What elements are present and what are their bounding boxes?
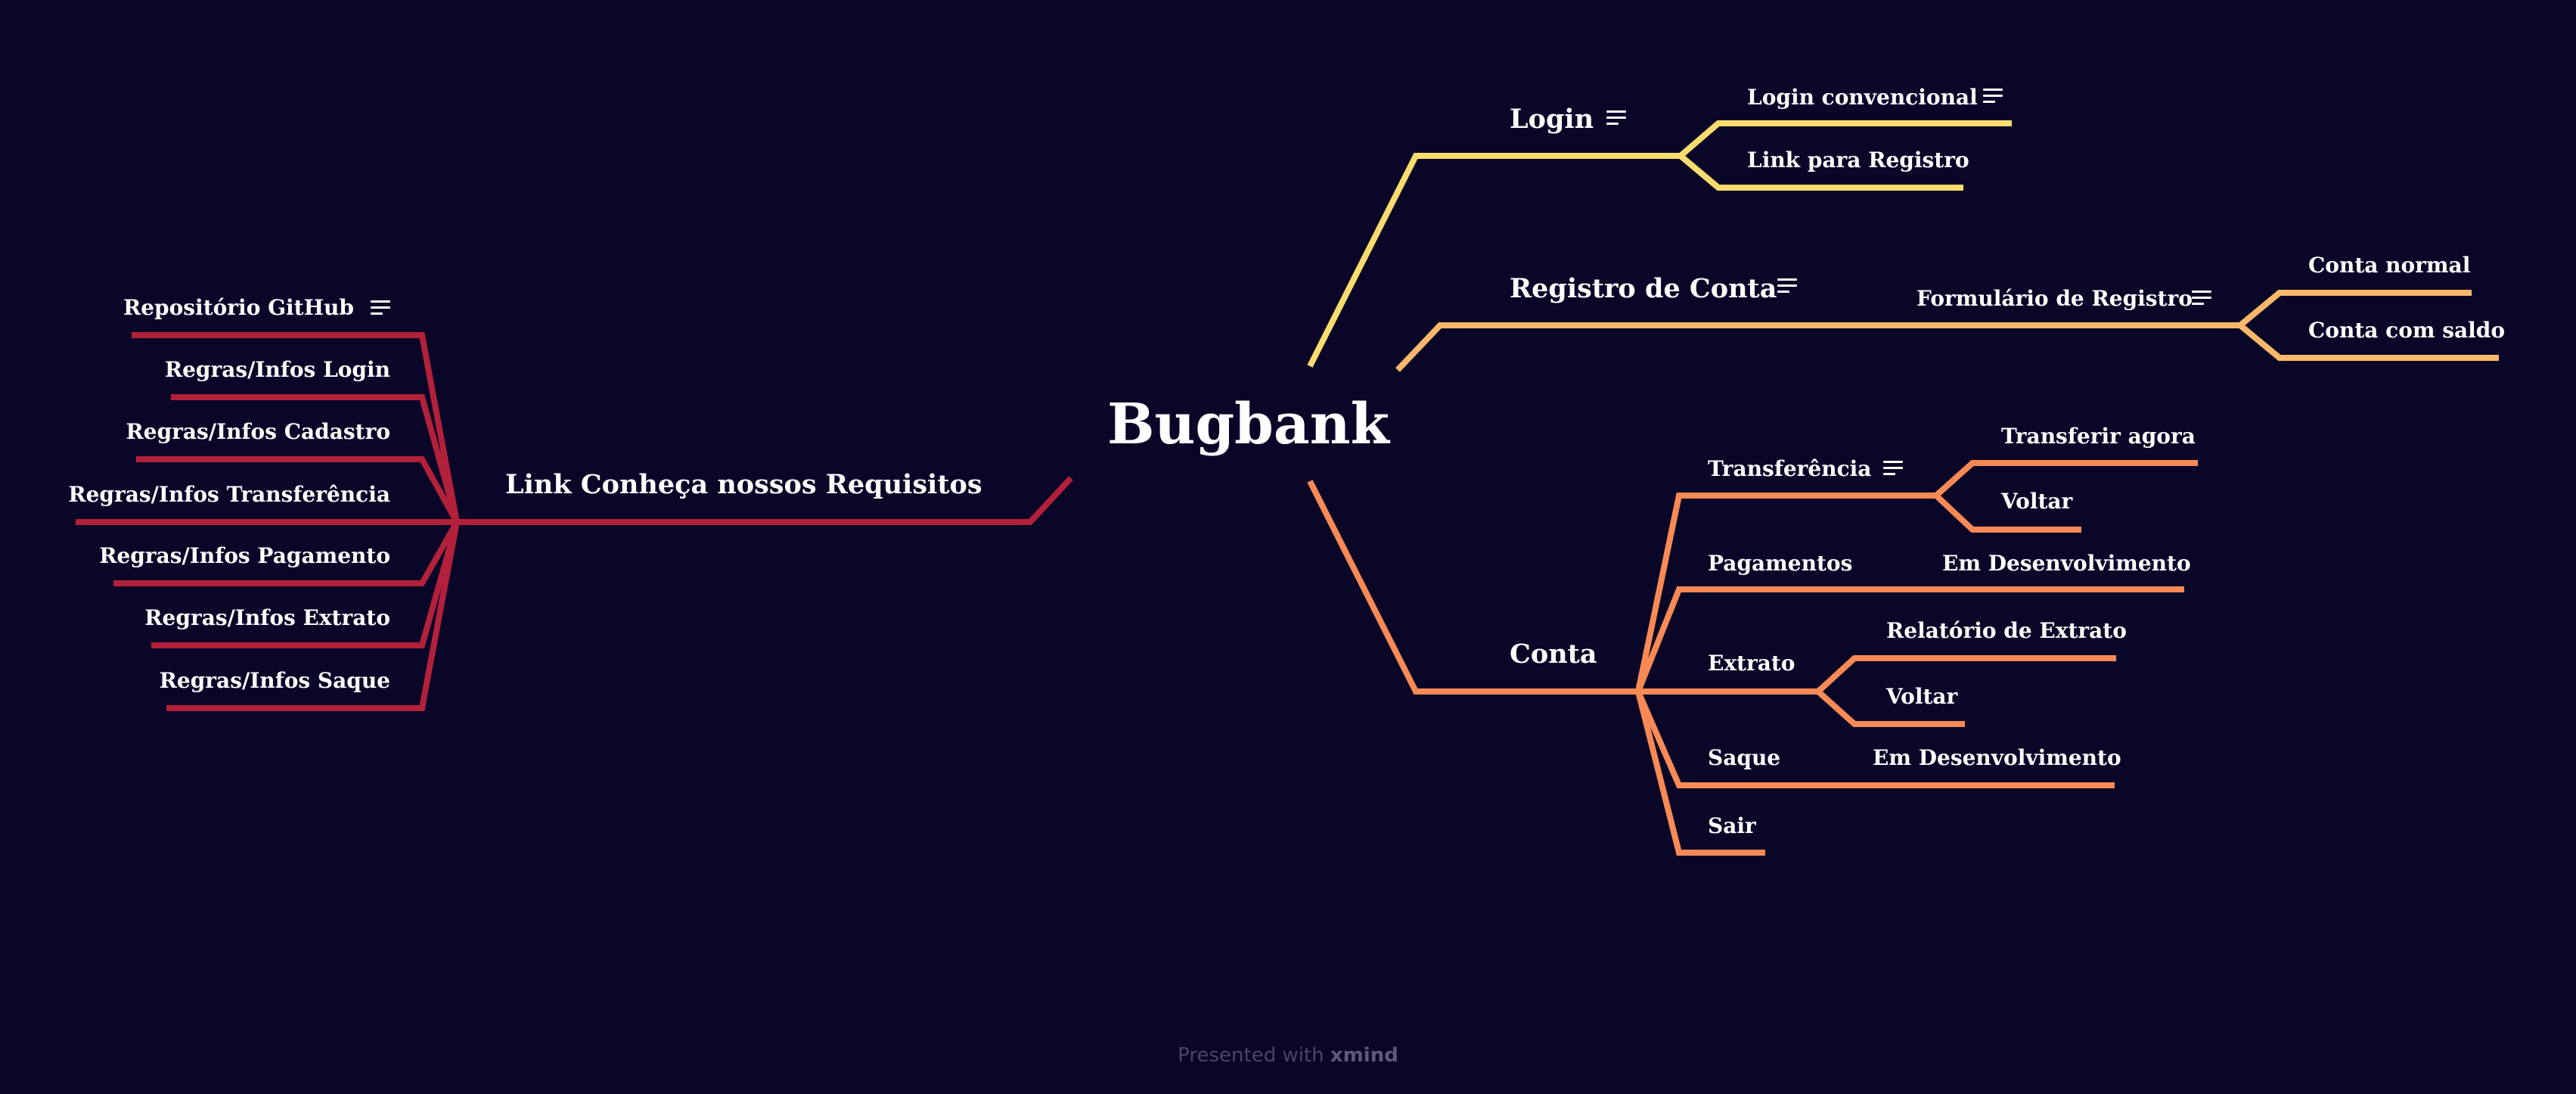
registro-connectors (1395, 290, 2499, 372)
topic-extrato-voltar[interactable]: Voltar (1886, 684, 1958, 709)
notes-icon[interactable] (1883, 461, 1903, 476)
topic-regras-cadastro[interactable]: Regras/Infos Cadastro (126, 419, 390, 444)
topic-regras-login[interactable]: Regras/Infos Login (164, 357, 390, 382)
topic-regras-extrato[interactable]: Regras/Infos Extrato (144, 605, 390, 630)
topic-transferencia-voltar[interactable]: Voltar (2001, 489, 2073, 514)
topic-regras-pagamento[interactable]: Regras/Infos Pagamento (99, 543, 390, 568)
requisitos-connectors (76, 332, 1073, 711)
topic-link-para-registro[interactable]: Link para Registro (1747, 148, 1969, 172)
topic-registro-de-conta[interactable]: Registro de Conta (1510, 273, 1777, 304)
topic-relatorio-de-extrato[interactable]: Relatório de Extrato (1886, 618, 2127, 643)
conta-connectors (1307, 460, 2198, 856)
topic-repositorio-github[interactable]: Repositório GitHub (123, 295, 354, 320)
topic-conta-normal[interactable]: Conta normal (2308, 253, 2471, 278)
topic-saque-status[interactable]: Em Desenvolvimento (1873, 745, 2121, 770)
topic-transferencia[interactable]: Transferência (1708, 456, 1872, 481)
topic-pagamentos-status[interactable]: Em Desenvolvimento (1942, 551, 2191, 576)
topic-saque[interactable]: Saque (1708, 745, 1781, 770)
topic-pagamentos[interactable]: Pagamentos (1708, 551, 1853, 576)
topic-sair[interactable]: Sair (1708, 813, 1756, 838)
topic-login-convencional[interactable]: Login convencional (1747, 85, 1978, 110)
topic-transferir-agora[interactable]: Transferir agora (2001, 424, 2196, 449)
topic-formulario-de-registro[interactable]: Formulário de Registro (1916, 286, 2193, 311)
notes-icon[interactable] (2192, 291, 2211, 306)
notes-icon[interactable] (1606, 110, 1626, 126)
xmind-logo: xmind (1330, 1044, 1398, 1067)
topic-regras-saque[interactable]: Regras/Infos Saque (159, 668, 390, 693)
topic-regras-transferencia[interactable]: Regras/Infos Transferência (68, 482, 390, 507)
notes-icon[interactable] (1983, 89, 2003, 104)
topic-conta[interactable]: Conta (1510, 639, 1597, 670)
topic-link-requisitos[interactable]: Link Conheça nossos Requisitos (505, 469, 982, 500)
root-topic[interactable]: Bugbank (1107, 392, 1389, 457)
notes-icon[interactable] (371, 300, 390, 315)
topic-extrato[interactable]: Extrato (1708, 651, 1795, 676)
topic-login[interactable]: Login (1510, 104, 1594, 135)
presented-with-footer: Presented with xmind (0, 1044, 2576, 1067)
notes-icon[interactable] (1777, 278, 1797, 294)
topic-conta-com-saldo[interactable]: Conta com saldo (2308, 318, 2506, 343)
login-connectors (1307, 120, 2012, 368)
footer-prefix: Presented with (1178, 1044, 1324, 1067)
